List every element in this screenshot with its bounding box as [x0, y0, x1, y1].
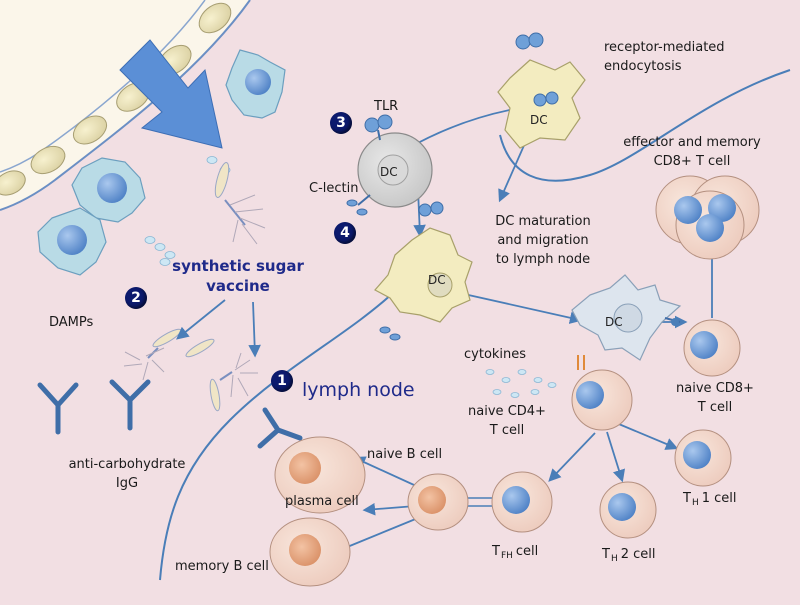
naive-cd4-label: naive CD4+T cell — [468, 404, 546, 438]
damps-label: DAMPs — [49, 315, 94, 330]
vaccine-molecule-icon — [185, 338, 215, 358]
vaccine-molecule-icon — [209, 352, 258, 412]
dc-cell-presenting — [571, 274, 682, 370]
step-badge-1: 1 — [271, 370, 293, 392]
c-lectin-receptor-icon — [346, 194, 371, 216]
lymph-node-label: lymph node — [302, 379, 415, 401]
dc-cell-endocytosis — [497, 32, 586, 149]
th2-cell — [599, 481, 657, 539]
memory-b-label: memory B cell — [175, 559, 269, 574]
injection-arrow — [119, 39, 223, 149]
naive-b-label: naive B cell — [367, 447, 443, 462]
step-badge-2: 2 — [125, 287, 147, 309]
naive-cd8-cell — [683, 319, 741, 377]
cytokine-particles — [485, 369, 557, 398]
dc-cell-migrating — [374, 201, 473, 341]
dc-cell-left-2 — [37, 207, 107, 276]
tlr-label: TLR — [374, 99, 399, 114]
th1-cell — [674, 429, 732, 487]
vaccine-molecule-icon — [214, 162, 266, 245]
damp-particles — [144, 156, 231, 266]
effector-memory-cd8-cells — [655, 175, 760, 260]
memory-b-cell — [269, 517, 351, 587]
c-lectin-label: C-lectin — [309, 181, 359, 196]
dc-label-migrating: DC — [428, 273, 446, 287]
plasma-cell-label: plasma cell — [285, 494, 359, 509]
step-badge-4: 4 — [334, 222, 356, 244]
dc-cell-topright-of-arrow — [225, 49, 286, 119]
naive-cd8-label: naive CD8+T cell — [676, 381, 754, 415]
dc-cell-left-1 — [71, 157, 146, 223]
naive-cd4-cell — [571, 369, 633, 431]
plasma-cell — [274, 436, 366, 514]
mhc-receptor-icon — [577, 355, 585, 370]
tfh-cell — [491, 471, 553, 533]
epithelial-layer — [0, 0, 251, 211]
naive-b-cell — [407, 473, 469, 531]
step-badge-3: 3 — [330, 112, 352, 134]
dc-cell-center — [346, 114, 433, 216]
tlr-receptor-icon — [364, 114, 393, 141]
igg-antibody-icon — [37, 379, 303, 449]
dc-label-center: DC — [380, 165, 398, 179]
cytokines-label: cytokines — [464, 347, 527, 362]
tissue-boundary-curve — [499, 69, 791, 182]
dc-label-presenting: DC — [605, 315, 623, 329]
dc-label-endocytosis: DC — [530, 113, 548, 127]
